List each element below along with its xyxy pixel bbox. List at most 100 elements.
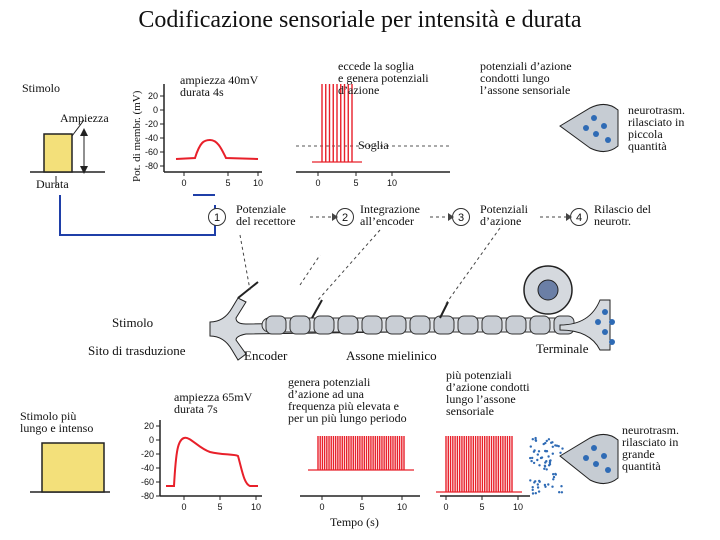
vesicle-dot	[547, 455, 550, 458]
bottom-ap-xtick: 10	[397, 502, 407, 512]
time-axis-label: Tempo (s)	[330, 515, 379, 529]
vesicle-dot	[557, 445, 560, 448]
top-receptor-note: ampiezza 40mV durata 4s	[180, 73, 259, 99]
vesicle-dot	[552, 473, 555, 476]
vesicle-dot	[545, 468, 548, 471]
vesicle-dot	[551, 485, 554, 488]
vesicle-dot	[548, 463, 552, 466]
bottom-ap2-xtick: 5	[479, 502, 484, 512]
step-3-number: 3	[452, 208, 470, 226]
myelinated-axon-label: Assone mielinico	[346, 348, 437, 363]
vesicle-dot	[536, 483, 539, 486]
top-receptor-xtick: 5	[225, 178, 230, 188]
bottom-terminal	[559, 434, 619, 484]
vesicle-dot	[559, 451, 562, 454]
bottom-stimulus-graph	[30, 442, 110, 493]
leader-lines	[239, 227, 501, 306]
transduction-site-label: Sito di trasduzione	[88, 343, 186, 358]
bottom-receptor-trace	[166, 436, 258, 487]
vesicle-dot	[534, 492, 537, 495]
vesicle-dot	[531, 486, 534, 489]
top-receptor-graph: 200-20-40-60-80	[145, 84, 262, 173]
top-ap-xtick: 5	[353, 178, 358, 188]
myelin-segment	[265, 315, 287, 335]
vesicle-dot	[543, 467, 546, 470]
vesicle-cloud	[529, 436, 564, 495]
myelin-segment	[385, 315, 407, 335]
vesicle-dot	[538, 464, 541, 467]
myelin-segment	[409, 315, 431, 335]
top-ap-xtick: 10	[387, 178, 397, 188]
terminal-label: Terminale	[536, 341, 589, 356]
vesicle-dot	[539, 456, 543, 460]
myelin-segment	[313, 315, 335, 335]
vesicle-dot	[536, 458, 539, 462]
top-axon-note: potenziali d’azione condotti lungo l’ass…	[480, 59, 572, 97]
vesicle-dot	[529, 479, 532, 482]
bottom-ytick: 20	[144, 421, 154, 431]
myelin-segment	[433, 315, 455, 335]
vesicle-dot	[543, 483, 547, 487]
vesicle-dot	[533, 449, 536, 452]
vesicle-dot	[531, 438, 534, 441]
bottom-ytick: 0	[149, 435, 154, 445]
neuron-stimulus-label: Stimolo	[112, 315, 154, 330]
top-stimulus-graph	[30, 119, 105, 186]
top-stimulus-pulse	[43, 133, 73, 173]
bottom-ap-graph	[300, 436, 530, 497]
myelin-segment	[505, 315, 527, 335]
vesicle-dot	[533, 481, 536, 484]
bottom-stimulus-label: Stimolo più lungo e intenso	[20, 409, 94, 435]
threshold-label: Soglia	[358, 138, 389, 152]
top-ytick: 0	[153, 105, 158, 115]
bottom-receptor-note: ampiezza 65mV durata 7s	[174, 390, 253, 416]
vesicle-dot	[544, 485, 547, 488]
top-ytick: -80	[145, 161, 158, 171]
encoder-label: Encoder	[244, 348, 288, 363]
vesicle-dot	[554, 472, 557, 476]
neuron	[209, 265, 615, 361]
vesicle-dot	[545, 439, 548, 443]
top-threshold-note: eccede la soglia e genera potenziali d’a…	[338, 59, 429, 97]
bottom-ap-xtick: 5	[359, 502, 364, 512]
step-1-number: 1	[208, 208, 226, 226]
vesicle-dot	[537, 490, 541, 493]
bottom-receptor-xtick: 10	[251, 502, 261, 512]
top-terminal	[559, 104, 619, 152]
vesicle-dot	[550, 441, 553, 444]
vesicle-dot	[545, 460, 548, 463]
vesicle-dot	[529, 456, 532, 460]
page-title: Codificazione sensoriale per intensità e…	[138, 7, 582, 33]
vesicle-dot	[534, 438, 537, 442]
top-nt-note: neurotrasm. rilasciato in piccola quanti…	[628, 103, 685, 153]
top-receptor-xtick: 10	[253, 178, 263, 188]
bottom-ap2-xtick: 0	[443, 502, 448, 512]
bottom-nt-note: neurotrasm. rilasciato in grande quantit…	[622, 423, 679, 473]
vesicle-dot	[543, 464, 547, 467]
step-4-label: Rilascio del neurotr.	[594, 202, 651, 228]
vesicle-dot	[529, 445, 532, 448]
top-ytick: -60	[145, 147, 158, 157]
vesicle-dot	[544, 450, 548, 453]
myelin-segment	[529, 315, 551, 335]
top-ytick: -20	[145, 119, 158, 129]
vesicle-dot	[532, 461, 536, 465]
bottom-ytick: -60	[141, 477, 154, 487]
vesicle-dot	[531, 488, 534, 492]
vesicle-dot	[536, 453, 539, 456]
bottom-ap-xtick: 0	[319, 502, 324, 512]
top-receptor-xtick: 0	[181, 178, 186, 188]
vesicle-dot	[536, 486, 540, 489]
vesicle-dot	[558, 491, 561, 494]
myelin-segment	[481, 315, 503, 335]
bottom-ap2-xtick: 10	[513, 502, 523, 512]
vesicle-dot	[552, 475, 556, 479]
vesicle-dot	[542, 442, 545, 446]
bottom-receptor-graph: 200-20-40-60-80	[141, 420, 262, 501]
bottom-ytick: -80	[141, 491, 154, 501]
step-4-number: 4	[570, 208, 588, 226]
myelin-segment	[289, 315, 311, 335]
bottom-axon-note: più potenziali d’azione condotti lungo l…	[446, 368, 530, 418]
myelin-segment	[337, 315, 359, 335]
step-2-label: Integrazione all’encoder	[360, 202, 420, 228]
